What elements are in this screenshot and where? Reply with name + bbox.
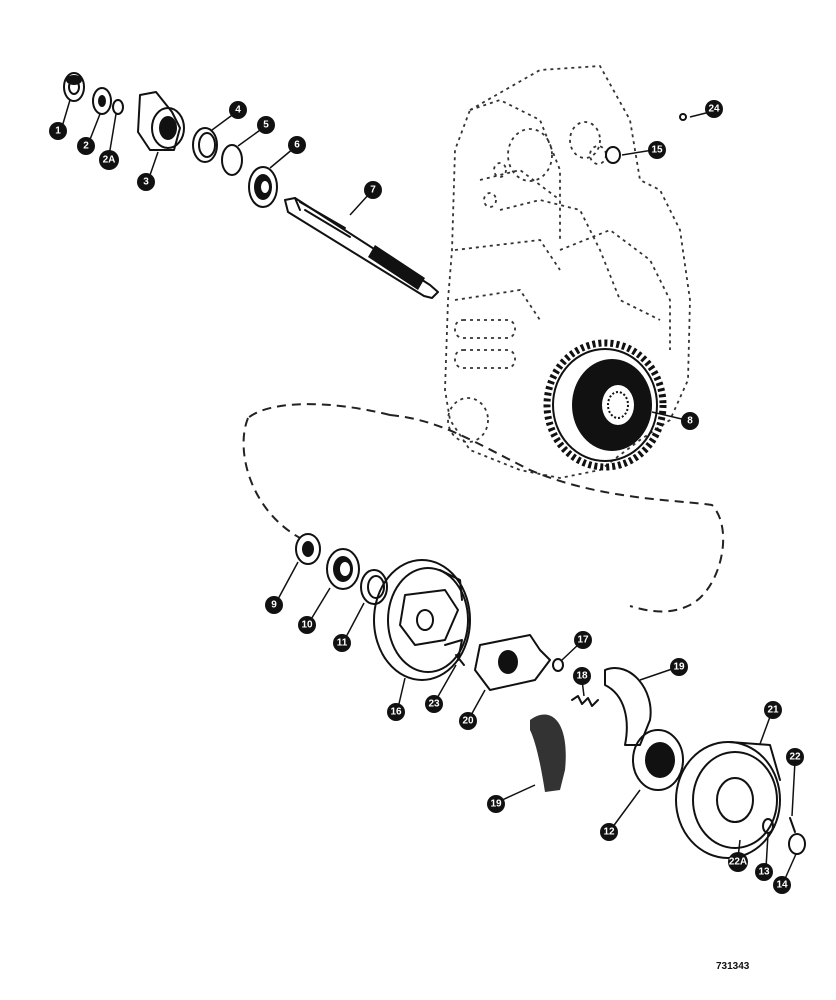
callout-18-label: 18 <box>576 671 588 682</box>
callout-21-label: 21 <box>767 705 779 716</box>
callout-22-label: 22 <box>789 752 801 763</box>
callout-17: 17 <box>574 631 592 649</box>
drawing-code: 731343 <box>716 961 750 972</box>
callout-11-label: 11 <box>337 638 348 649</box>
callout-13-label: 13 <box>758 867 770 878</box>
callout-2-label: 2 <box>83 141 89 152</box>
callout-16-label: 16 <box>390 707 402 718</box>
callout-23-label: 23 <box>428 699 440 710</box>
callout-22: 22 <box>786 748 804 766</box>
callout-23: 23 <box>425 695 443 713</box>
shoe-19-upper <box>604 667 652 746</box>
backing-plate-16 <box>373 559 471 681</box>
bearing-10 <box>326 548 360 590</box>
callout-18: 18 <box>573 667 591 685</box>
callout-4-label: 4 <box>235 105 241 116</box>
callout-3-label: 3 <box>143 177 149 188</box>
ring-2a <box>112 99 124 115</box>
callout-7: 7 <box>364 181 382 199</box>
callout-19-lower-label: 19 <box>490 799 502 810</box>
callout-19-upper: 19 <box>670 658 688 676</box>
callout-7-label: 7 <box>370 185 376 196</box>
callout-24: 24 <box>705 100 723 118</box>
callout-10: 10 <box>298 616 316 634</box>
nut-1 <box>63 72 85 102</box>
callout-15: 15 <box>648 141 666 159</box>
callout-8-label: 8 <box>687 416 693 427</box>
callout-22a-label: 22A <box>729 857 747 868</box>
callout-11: 11 <box>333 634 351 652</box>
spring-18 <box>571 695 599 707</box>
callout-9: 9 <box>265 596 283 614</box>
callout-3: 3 <box>137 173 155 191</box>
callout-16: 16 <box>387 703 405 721</box>
callout-17-label: 17 <box>577 635 589 646</box>
drum-21 <box>675 741 781 859</box>
drive-loop <box>242 403 725 613</box>
callout-6: 6 <box>288 136 306 154</box>
leader-lines <box>61 99 797 882</box>
transmission-housing <box>444 65 691 479</box>
shoe-19-lower <box>530 714 566 792</box>
callout-20-label: 20 <box>462 716 474 727</box>
callout-6-label: 6 <box>294 140 300 151</box>
callout-5-label: 5 <box>263 120 269 131</box>
callout-5: 5 <box>257 116 275 134</box>
callout-13: 13 <box>755 863 773 881</box>
callout-10-label: 10 <box>301 620 313 631</box>
callout-4: 4 <box>229 101 247 119</box>
washer-17 <box>552 658 564 672</box>
callout-1: 1 <box>49 122 67 140</box>
callout-1-label: 1 <box>55 126 61 137</box>
callout-21: 21 <box>764 701 782 719</box>
bearing-6 <box>248 166 278 208</box>
gear-8 <box>543 339 667 471</box>
bearing-9 <box>295 533 321 565</box>
yoke-3 <box>137 91 185 151</box>
snap-ring-5 <box>221 144 243 176</box>
anchor-20 <box>474 634 551 691</box>
pin-23 <box>455 654 465 666</box>
nut-14 <box>788 833 806 855</box>
cam-12 <box>632 729 684 791</box>
plug-15 <box>605 146 621 164</box>
callout-24-label: 24 <box>708 104 720 115</box>
callout-20: 20 <box>459 712 477 730</box>
plug-24 <box>679 113 687 121</box>
callout-14: 14 <box>773 876 791 894</box>
callout-8: 8 <box>681 412 699 430</box>
callout-19-upper-label: 19 <box>673 662 685 673</box>
callout-12-label: 12 <box>603 827 615 838</box>
callout-2a: 2A <box>99 150 119 170</box>
callout-12: 12 <box>600 823 618 841</box>
callout-19-lower: 19 <box>487 795 505 813</box>
washer-13 <box>762 818 774 834</box>
callout-22a: 22A <box>728 852 748 872</box>
washer-2 <box>92 87 112 115</box>
callout-2a-label: 2A <box>103 155 116 166</box>
shaft-7 <box>284 197 439 299</box>
callout-15-label: 15 <box>651 145 663 156</box>
pin-22 <box>789 817 796 833</box>
callout-14-label: 14 <box>776 880 788 891</box>
seal-4 <box>192 127 218 163</box>
seal-11 <box>360 569 388 605</box>
callout-2: 2 <box>77 137 95 155</box>
callout-9-label: 9 <box>271 600 277 611</box>
